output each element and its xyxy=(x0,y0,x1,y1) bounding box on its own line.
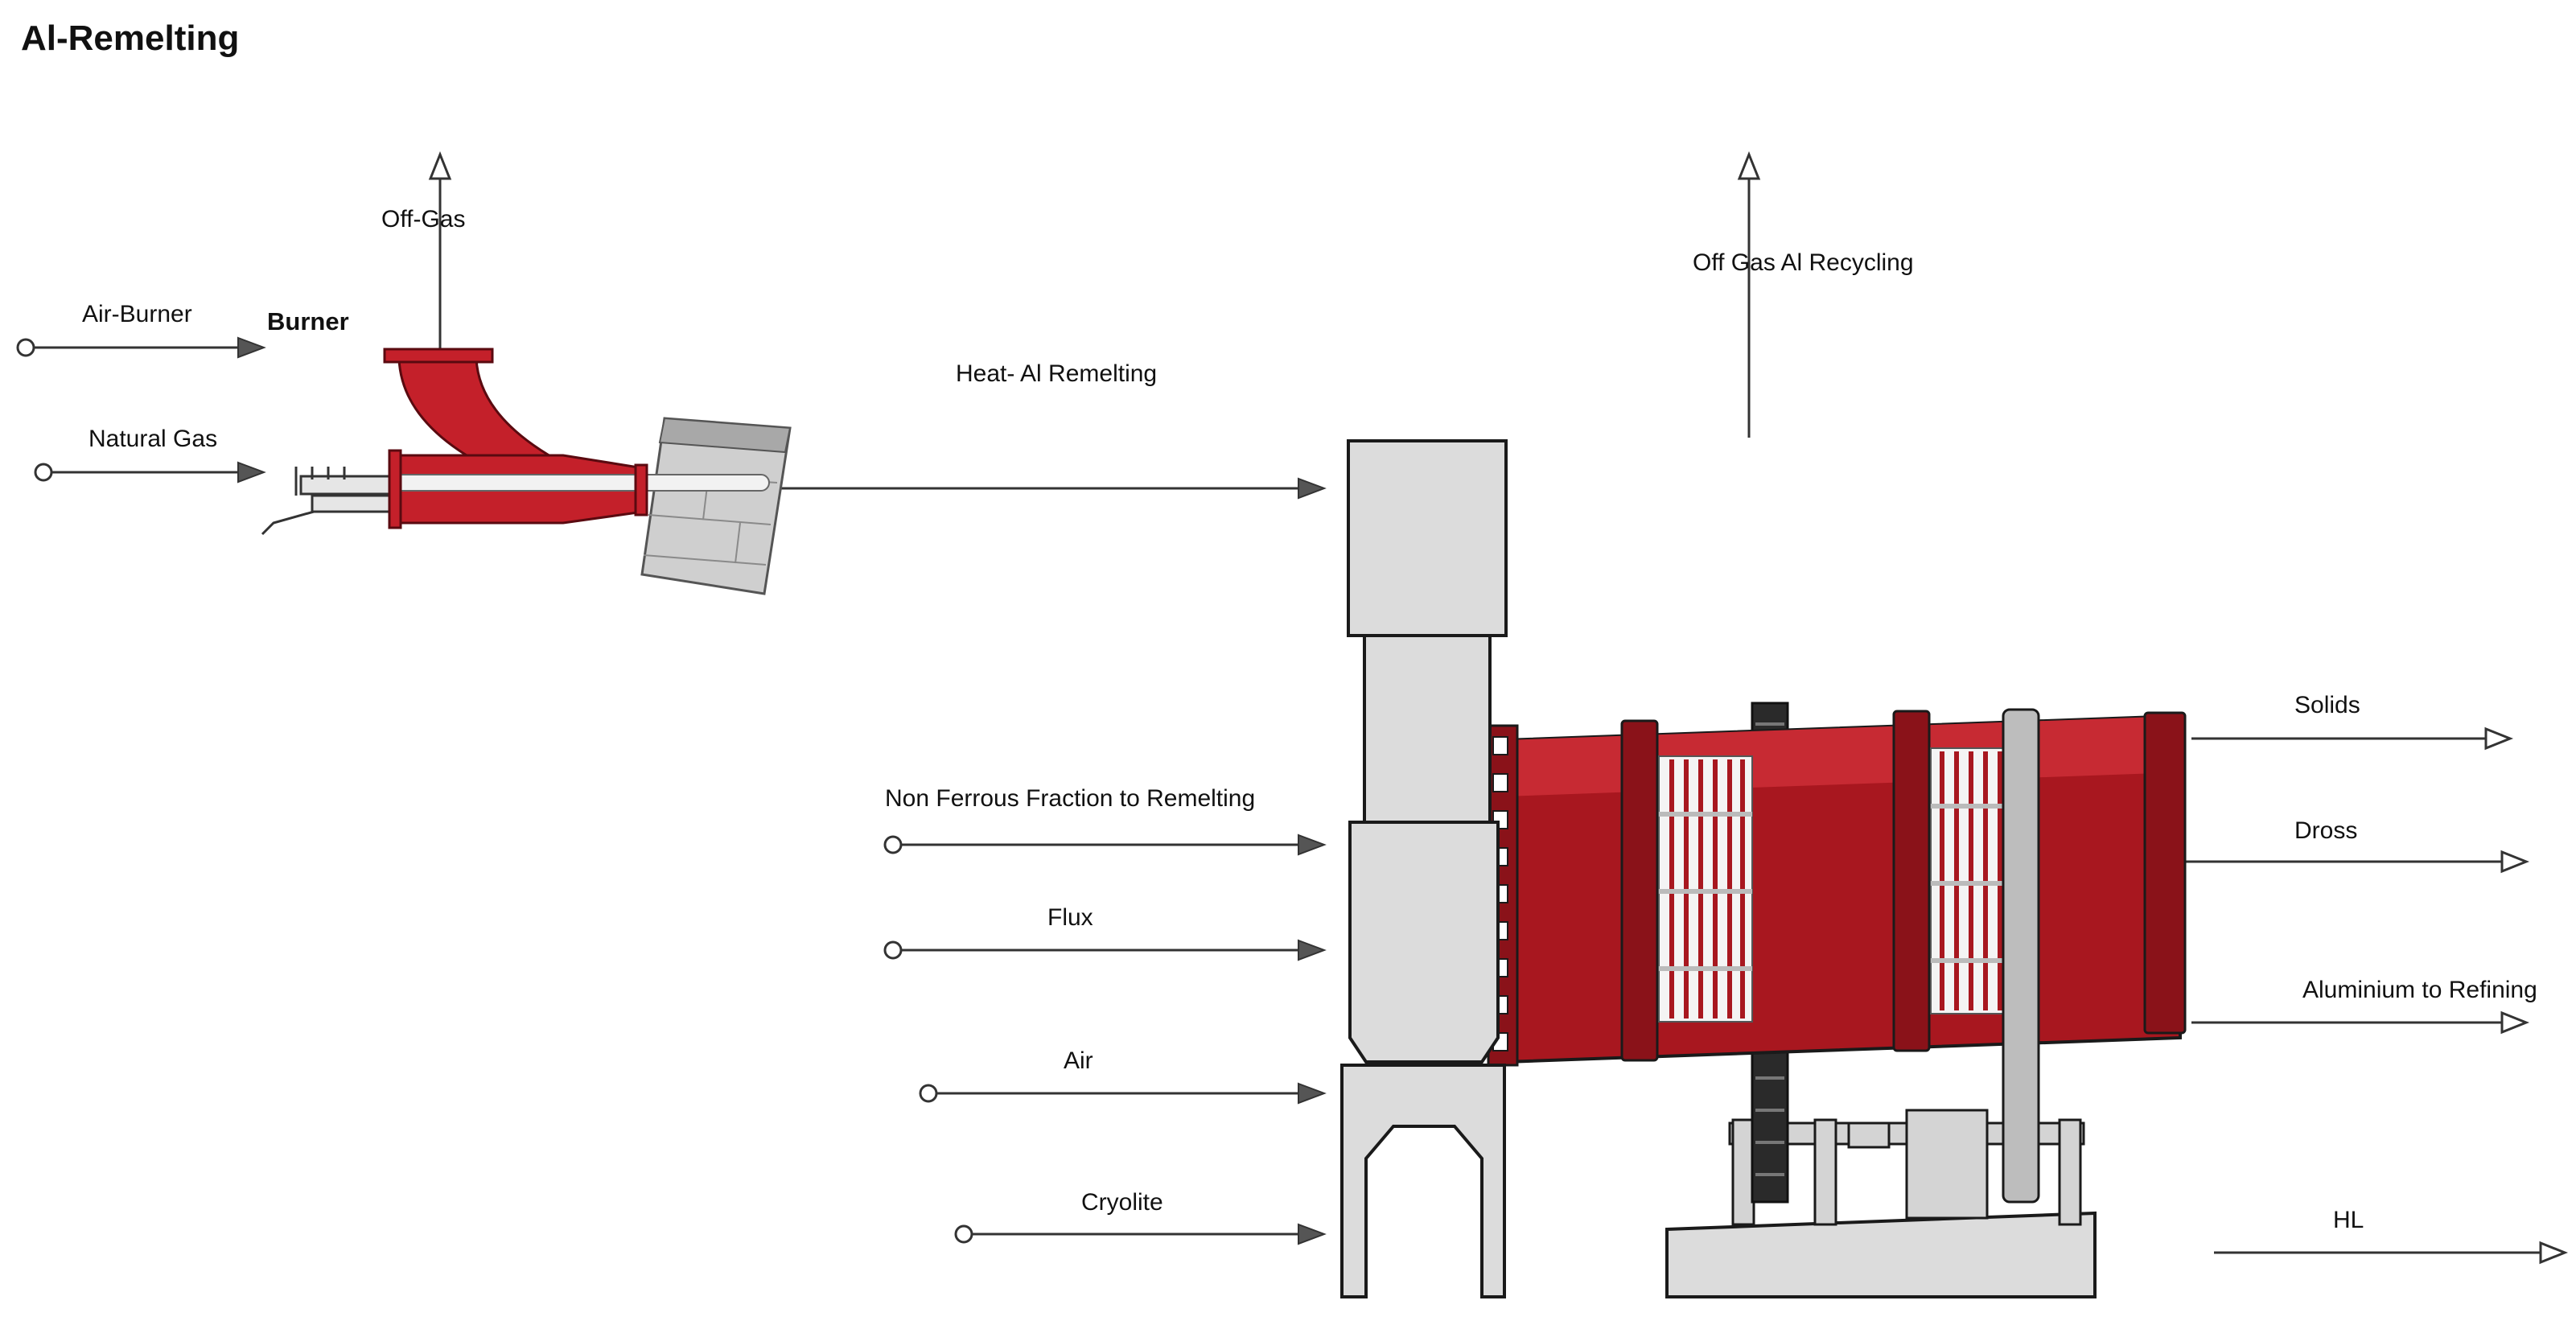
solids-sink-icon[interactable] xyxy=(2484,726,2514,751)
natural-gas-label: Natural Gas xyxy=(88,426,217,452)
burner-lance-icon xyxy=(389,474,770,492)
burner-label: Burner xyxy=(267,307,349,335)
air-burner-arrow-icon xyxy=(237,336,266,359)
flux-source-icon[interactable] xyxy=(883,940,903,960)
off-gas-label: Off-Gas xyxy=(381,206,465,233)
off-gas-sink-icon[interactable] xyxy=(428,150,452,180)
hl-label: HL xyxy=(2333,1207,2364,1233)
refractory-block-icon xyxy=(640,417,792,595)
dross-sink-icon[interactable] xyxy=(2500,850,2530,874)
dross-label: Dross xyxy=(2294,817,2357,844)
kiln-ring-icon xyxy=(1620,710,2187,1062)
air-source-icon[interactable] xyxy=(919,1084,938,1103)
air-label: Air xyxy=(1064,1047,1093,1074)
non-ferrous-label: Non Ferrous Fraction to Remelting xyxy=(885,785,1255,812)
burner-unit[interactable]: Burner xyxy=(261,307,792,595)
heat-arrow-icon xyxy=(1298,477,1327,500)
kiln-roller-icon xyxy=(2002,708,2040,1204)
natural-gas-source-icon[interactable] xyxy=(34,463,53,482)
kiln-grate-icon xyxy=(1658,747,2012,1023)
off-gas-recycling-sink-icon[interactable] xyxy=(1737,150,1761,180)
cryolite-arrow-icon xyxy=(1298,1223,1327,1245)
air-burner-source-icon[interactable] xyxy=(16,338,35,357)
rotary-kiln-unit[interactable] xyxy=(1340,439,2187,1298)
page-title: Al-Remelting xyxy=(21,19,239,58)
kiln-base-icon xyxy=(1665,1211,2097,1298)
heat-label: Heat- Al Remelting xyxy=(956,360,1157,387)
flux-arrow-icon xyxy=(1298,939,1327,961)
flux-label: Flux xyxy=(1047,904,1093,931)
burner-flange-icon xyxy=(383,348,494,364)
hl-sink-icon[interactable] xyxy=(2539,1241,2569,1265)
aluminium-label: Aluminium to Refining xyxy=(2302,977,2537,1003)
air-burner-label: Air-Burner xyxy=(82,301,192,327)
non-ferrous-source-icon[interactable] xyxy=(883,835,903,854)
kiln-feed-hood-icon xyxy=(1340,439,1508,1298)
cryolite-label: Cryolite xyxy=(1081,1189,1163,1216)
air-arrow-icon xyxy=(1298,1082,1327,1105)
natural-gas-arrow-icon xyxy=(237,461,266,484)
non-ferrous-arrow-icon xyxy=(1298,833,1327,856)
aluminium-sink-icon[interactable] xyxy=(2500,1010,2530,1035)
off-gas-recycling-label: Off Gas Al Recycling xyxy=(1693,249,1914,276)
solids-label: Solids xyxy=(2294,692,2360,718)
burner-nozzle-icon xyxy=(261,467,393,536)
cryolite-source-icon[interactable] xyxy=(954,1224,973,1244)
